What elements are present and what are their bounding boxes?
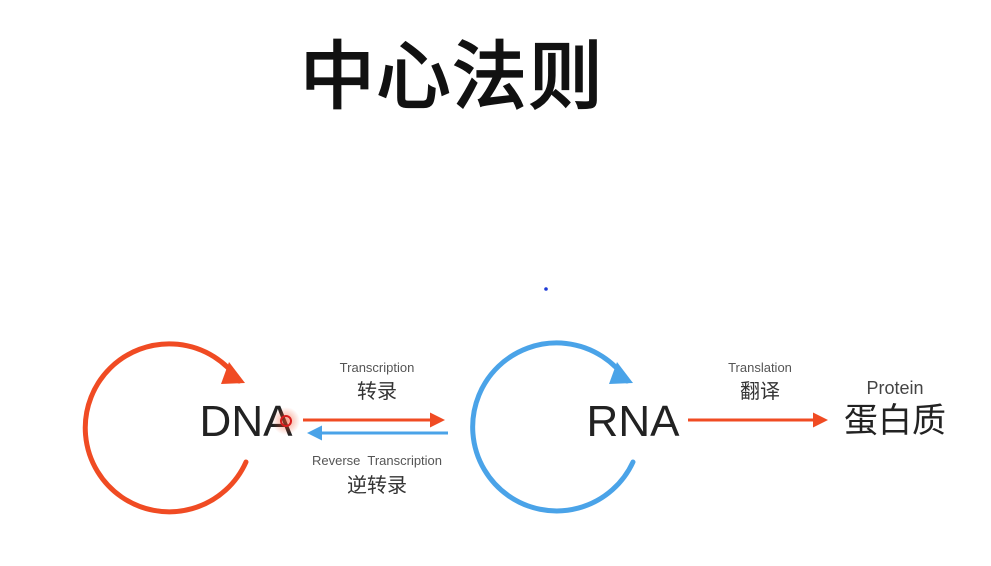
cursor-glow bbox=[272, 407, 300, 435]
rna-loop-arrowhead bbox=[609, 362, 633, 384]
dna-loop-arrowhead bbox=[221, 362, 245, 384]
page-title: 中心法则 bbox=[300, 34, 605, 120]
cursor-ring-icon bbox=[280, 415, 292, 427]
translation-cn-label: 翻译 bbox=[740, 379, 780, 403]
rna-replication-loop bbox=[470, 340, 636, 514]
translation-en-label: Translation bbox=[728, 360, 792, 375]
protein-cn-label: 蛋白质 bbox=[844, 401, 946, 441]
stray-dot bbox=[544, 287, 548, 291]
transcription-cn-label: 转录 bbox=[357, 379, 397, 403]
protein-en-label: Protein bbox=[866, 378, 923, 398]
reverse-transcription-en-label: Reverse Transcription bbox=[312, 453, 442, 468]
reverse-transcription-cn-label: 逆转录 bbox=[347, 473, 407, 497]
rna-label: RNA bbox=[587, 397, 681, 446]
dna-replication-loop bbox=[82, 341, 249, 515]
transcription-en-label: Transcription bbox=[340, 360, 415, 375]
